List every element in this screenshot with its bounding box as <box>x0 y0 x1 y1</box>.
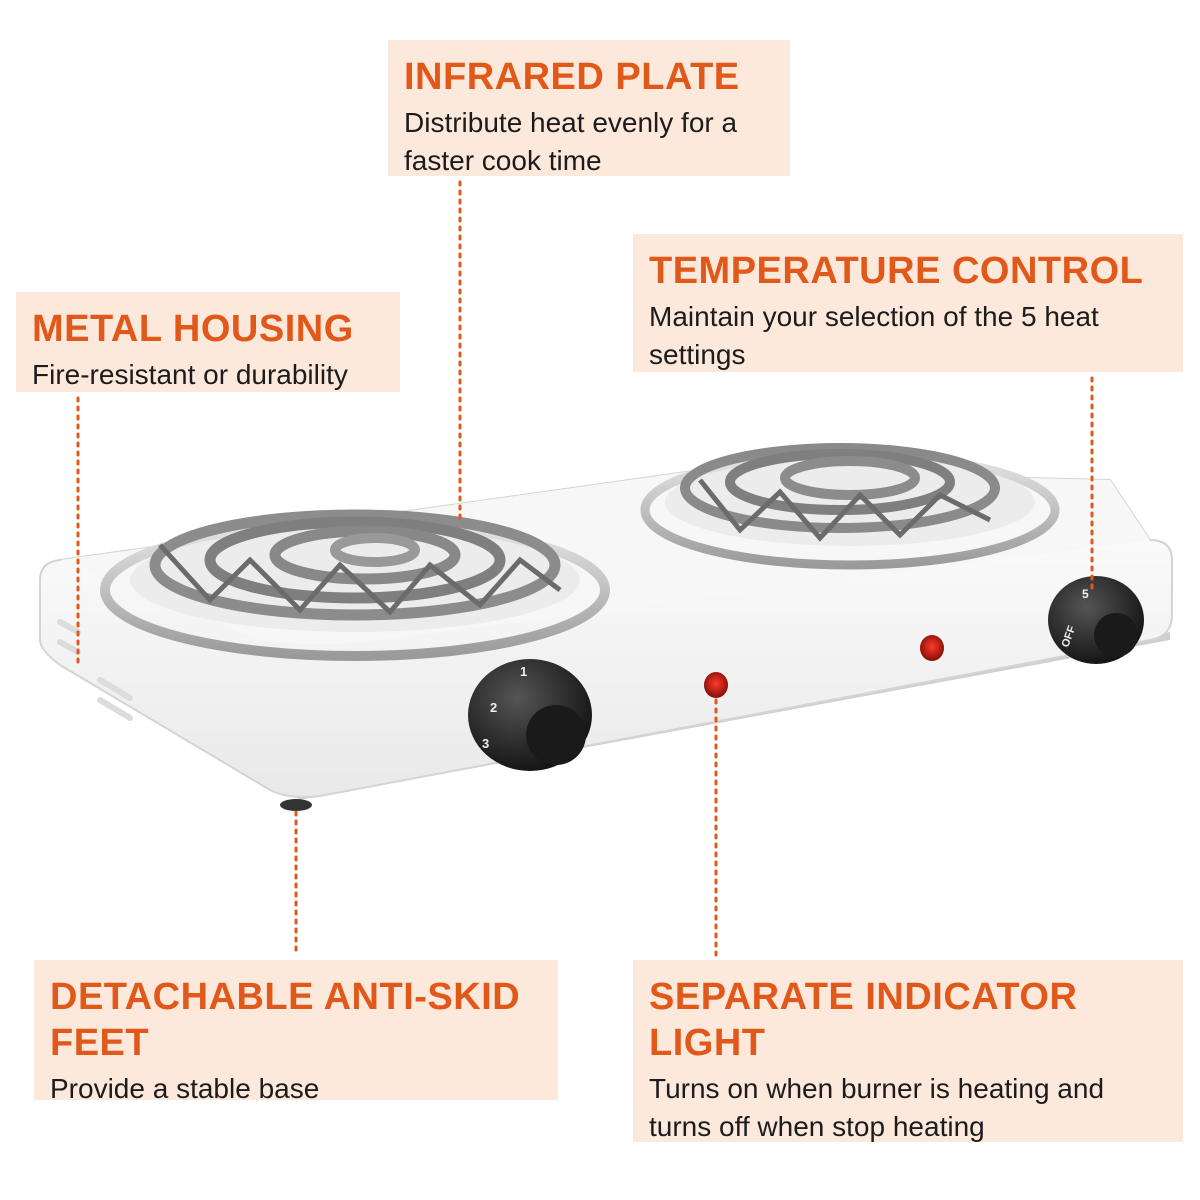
callout-anti-skid-feet: DETACHABLE ANTI-SKID FEET Provide a stab… <box>34 960 558 1104</box>
callout-desc: Fire-resistant or durability <box>32 356 384 394</box>
desc-line: turns off when stop heating <box>649 1111 985 1142</box>
indicator-light-left <box>704 672 728 698</box>
callout-infrared-plate: INFRARED PLATE Distribute heat evenly fo… <box>388 40 790 176</box>
desc-line: Maintain your selection of the 5 heat <box>649 301 1099 332</box>
callout-metal-housing: METAL HOUSING Fire-resistant or durabili… <box>16 292 400 392</box>
title-line: FEET <box>50 1022 150 1064</box>
title-line: LIGHT <box>649 1022 766 1064</box>
callout-title: SEPARATE INDICATOR LIGHT <box>649 974 1167 1066</box>
callout-title: TEMPERATURE CONTROL <box>649 250 1144 292</box>
callout-indicator-light: SEPARATE INDICATOR LIGHT Turns on when b… <box>633 960 1183 1142</box>
desc-line: Turns on when burner is heating and <box>649 1073 1105 1104</box>
anti-skid-foot <box>280 799 312 811</box>
callout-title: DETACHABLE ANTI-SKID FEET <box>50 974 542 1066</box>
right-control-knob: 5 OFF <box>1048 576 1144 664</box>
desc-line: Distribute heat evenly for a <box>404 107 738 138</box>
knob-left-mark-1: 1 <box>520 664 527 679</box>
title-line: SEPARATE INDICATOR <box>649 976 1078 1018</box>
callout-temperature-control: TEMPERATURE CONTROL Maintain your select… <box>633 234 1183 372</box>
right-burner <box>640 443 1060 570</box>
callout-desc: Maintain your selection of the 5 heat se… <box>649 298 1167 374</box>
callout-desc: Distribute heat evenly for a faster cook… <box>404 104 774 180</box>
knob-right-mark-5: 5 <box>1082 587 1089 601</box>
side-vents <box>57 619 133 721</box>
desc-line: settings <box>649 339 746 370</box>
desc-line: Provide a stable base <box>50 1073 320 1104</box>
leader-lines <box>76 180 1094 957</box>
knob-left-mark-3: 3 <box>482 736 489 751</box>
title-line: DETACHABLE ANTI-SKID <box>50 976 521 1018</box>
desc-line: faster cook time <box>404 145 602 176</box>
callout-title: METAL HOUSING <box>32 308 354 350</box>
desc-line: Fire-resistant or durability <box>32 359 348 390</box>
callout-desc: Turns on when burner is heating and turn… <box>649 1070 1167 1146</box>
indicator-light-right <box>920 635 944 661</box>
callout-title: INFRARED PLATE <box>404 56 740 98</box>
left-burner <box>100 509 610 661</box>
callout-desc: Provide a stable base <box>50 1070 542 1108</box>
knob-left-mark-2: 2 <box>490 700 497 715</box>
left-control-knob: 1 2 3 <box>468 659 592 771</box>
